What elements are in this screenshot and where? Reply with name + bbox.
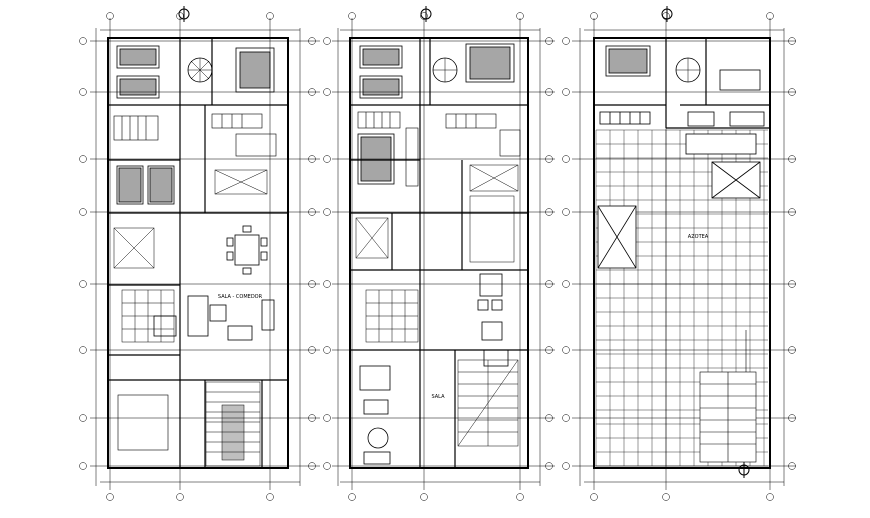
tile-grid-plan-1: [113, 169, 268, 343]
north-arrow-plan-2: [420, 6, 432, 22]
north-arrow-plan-3: [661, 6, 750, 478]
axis-grid-plan-1: [79, 12, 320, 501]
axis-grid-plan-2: [323, 12, 555, 501]
interior-walls-plan-2: [350, 38, 528, 468]
interior-walls-plan-3: [594, 38, 770, 129]
outer-wall-plan-1: [107, 37, 289, 469]
stair-plan-3: [699, 330, 757, 463]
living-furniture-plan-1: [153, 295, 275, 341]
garage-area-plan-1: [117, 394, 169, 451]
stair-plan-2: [457, 359, 519, 447]
room-label: SALA - COMEDOR: [218, 294, 263, 300]
interior-walls-plan-1: [108, 38, 288, 468]
outer-wall-plan-2: [349, 37, 529, 469]
floor-plan-3: AZOTEA: [562, 6, 796, 501]
stair-plan-1: [205, 381, 261, 467]
bed-furniture-plan-3: [599, 45, 765, 127]
room-label: SALA: [431, 394, 445, 400]
room-label: AZOTEA: [688, 234, 709, 240]
dining-table-plan-1: [226, 225, 268, 275]
outer-wall-plan-3: [593, 37, 771, 469]
floor-plan-2: SALA: [323, 6, 555, 501]
closets-plan-2: [357, 111, 521, 187]
living-furniture-plan-2: [359, 273, 509, 465]
tile-grid-plan-2: [355, 164, 519, 343]
bed-furniture-plan-1: [116, 45, 275, 205]
bed-furniture-plan-2: [357, 43, 515, 185]
north-arrow-plan-1: [178, 6, 190, 22]
floor-plan-1: SALA - COMEDOR: [79, 6, 320, 501]
skylights-plan-3: [597, 133, 761, 269]
closets-plan-1: [113, 113, 277, 157]
axis-grid-plan-3: [562, 12, 796, 501]
